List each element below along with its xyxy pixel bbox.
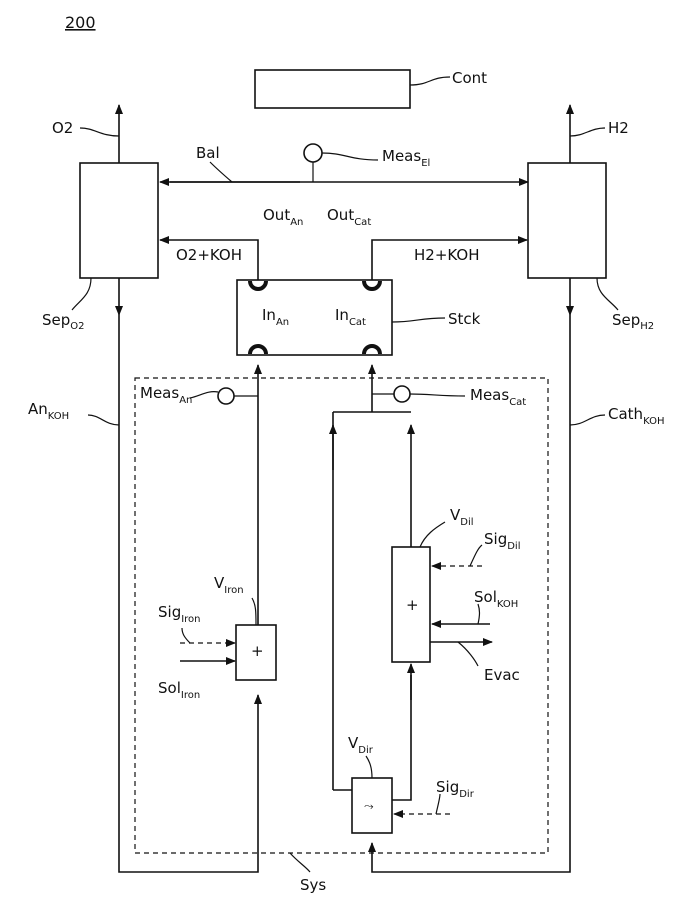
sig-dir-leader bbox=[436, 794, 440, 814]
sol-koh-label: SolKOH bbox=[474, 588, 518, 610]
v-iron-label: VIron bbox=[214, 574, 244, 596]
meas-el-sensor bbox=[304, 144, 322, 162]
v-dir-leader bbox=[366, 756, 372, 778]
sep-o2-leader bbox=[72, 278, 91, 310]
stck-label: Stck bbox=[448, 310, 481, 328]
stack-box bbox=[237, 280, 392, 355]
meas-el-leader bbox=[322, 153, 378, 160]
sys-leader bbox=[290, 853, 310, 872]
h2-koh-label: H2+KOH bbox=[414, 246, 480, 264]
sig-dir-label: SigDir bbox=[436, 778, 475, 800]
evac-label: Evac bbox=[484, 666, 520, 684]
figure-number: 200 bbox=[65, 13, 96, 32]
an-koh-label: AnKOH bbox=[28, 400, 69, 422]
evac-leader bbox=[458, 642, 478, 666]
h2-leader bbox=[570, 128, 605, 136]
v-dil-leader bbox=[420, 522, 445, 547]
o2-separator bbox=[80, 163, 158, 278]
dilution-valve-symbol: + bbox=[406, 596, 419, 614]
sol-iron-label: SolIron bbox=[158, 679, 200, 701]
out-cat-label: OutCat bbox=[327, 206, 371, 228]
an-koh-leader bbox=[88, 415, 119, 425]
o2-koh-label: O2+KOH bbox=[176, 246, 242, 264]
sep-h2-label: SepH2 bbox=[612, 311, 654, 332]
cont-leader bbox=[410, 77, 450, 85]
iron-valve-symbol: + bbox=[251, 642, 264, 660]
meas-cat-label: MeasCat bbox=[470, 386, 526, 408]
sig-iron-label: SigIron bbox=[158, 603, 201, 625]
meas-cat-sensor bbox=[394, 386, 410, 402]
cath-koh-label: CathKOH bbox=[608, 405, 664, 427]
sig-dil-label: SigDil bbox=[484, 530, 520, 552]
stck-leader bbox=[392, 318, 445, 322]
meas-cat-leader bbox=[410, 394, 465, 396]
cont-label: Cont bbox=[452, 69, 487, 87]
h2-label: H2 bbox=[608, 119, 629, 137]
sys-label: Sys bbox=[300, 876, 326, 894]
direction-valve-symbol: ⤳ bbox=[364, 799, 374, 813]
cath-koh-leader bbox=[570, 415, 605, 425]
meas-an-leader bbox=[190, 392, 218, 398]
o2-label: O2 bbox=[52, 119, 73, 137]
controller-box bbox=[255, 70, 410, 108]
sep-h2-leader bbox=[597, 278, 618, 310]
o2-leader bbox=[80, 128, 119, 136]
sep-o2-label: SepO2 bbox=[42, 311, 85, 332]
meas-el-label: MeasEl bbox=[382, 147, 430, 169]
v-iron-leader bbox=[252, 598, 256, 625]
v-dir-label: VDir bbox=[348, 734, 374, 756]
sig-iron-leader bbox=[182, 628, 190, 643]
sig-dil-leader bbox=[470, 545, 482, 566]
meas-an-label: MeasAn bbox=[140, 384, 192, 406]
meas-an-sensor bbox=[218, 388, 234, 404]
bal-label: Bal bbox=[196, 144, 220, 162]
dir-to-dilution-line bbox=[392, 675, 411, 800]
out-an-label: OutAn bbox=[263, 206, 303, 228]
v-dil-label: VDil bbox=[450, 506, 474, 528]
sol-koh-leader bbox=[478, 604, 480, 624]
bal-leader bbox=[210, 162, 232, 182]
h2-separator bbox=[528, 163, 606, 278]
